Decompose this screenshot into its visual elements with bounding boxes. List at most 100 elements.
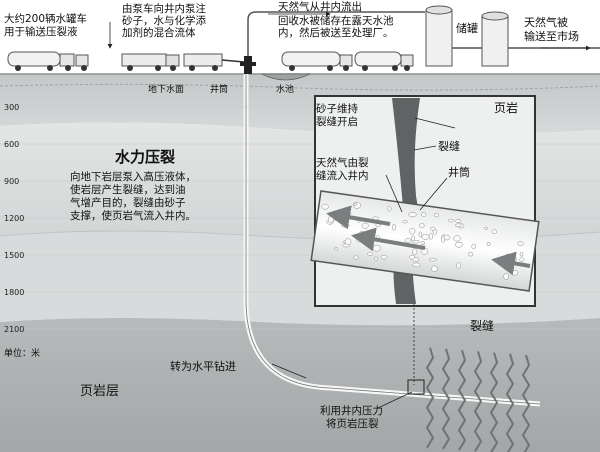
arrow-horizontal-drilling <box>271 363 307 379</box>
inset-pipe <box>310 190 540 292</box>
wellhead <box>240 11 425 74</box>
sand-grain <box>428 257 437 262</box>
depth-tick-label: 300 <box>4 103 19 112</box>
sand-grain <box>411 240 420 244</box>
fracture-sprig <box>505 353 515 452</box>
sand-grain <box>455 218 462 223</box>
sand-grain <box>486 242 491 246</box>
sand-grain <box>361 222 369 229</box>
fracture-sprig <box>489 352 499 452</box>
storage-tank-label: 储罐 <box>456 21 478 35</box>
sand-grain <box>344 238 352 246</box>
water-table-line <box>0 83 600 91</box>
depth-tick-label: 1800 <box>4 288 24 297</box>
pump-trucks <box>121 53 223 71</box>
sand-grain <box>412 257 420 262</box>
inset-shale-label: 页岩 <box>494 100 518 115</box>
sand-grain <box>471 243 477 250</box>
wellbore-outline <box>245 74 541 405</box>
sand-grain <box>408 211 417 218</box>
sand-grain <box>341 223 350 228</box>
sand-grain <box>517 241 524 247</box>
sand-grain <box>402 220 408 224</box>
sand-grain <box>503 273 509 280</box>
sand-grain <box>468 252 474 257</box>
depth-tick-label: 1200 <box>4 214 24 223</box>
depth-tick-label: 600 <box>4 140 19 149</box>
storage-tanks <box>425 5 600 67</box>
sand-grain <box>519 257 525 262</box>
horizontal-drilling-label: 转为水平钻进 <box>170 359 236 373</box>
inset-detail <box>310 95 540 307</box>
fracture-sprig <box>457 349 467 451</box>
market-label: 天然气被输送至市场 <box>524 15 579 43</box>
sand-grain <box>353 202 358 206</box>
sand-grain <box>433 212 440 218</box>
sand-grain <box>421 212 427 218</box>
sand-grain <box>419 223 425 229</box>
sand-grain <box>418 231 423 238</box>
sand-grain <box>483 226 489 230</box>
inset-sand-label: 砂子维持裂缝开启 <box>316 102 358 128</box>
water-table-label: 地下水面 <box>148 83 184 95</box>
sand-grain <box>359 231 365 235</box>
inset-flow-arrow-left <box>326 205 391 230</box>
sand-grain <box>430 226 436 231</box>
inset-flow-arrow-right <box>491 251 531 276</box>
sand-grain <box>404 238 412 243</box>
water-tanker-trucks <box>7 51 89 71</box>
sand-grain <box>505 253 510 258</box>
arrow-pressure <box>377 391 413 409</box>
fracture-sprig <box>473 351 483 452</box>
sand-grain <box>448 218 454 223</box>
water-pond <box>261 73 311 81</box>
sand-grain <box>454 241 464 248</box>
sand-grain <box>391 223 396 231</box>
pressure-label: 利用井内压力将页岩压裂 <box>320 404 383 430</box>
waste-water-trucks <box>281 51 414 71</box>
fracture-sprig <box>441 348 451 450</box>
shale-layer-label: 页岩层 <box>80 384 119 399</box>
sand-grain <box>453 235 461 242</box>
shale-fractures <box>425 347 531 452</box>
inset-fracture-label: 裂缝 <box>438 139 460 153</box>
depth-tick-label: 1500 <box>4 251 24 260</box>
fracture-sprig <box>521 354 531 452</box>
sand-grain <box>409 228 416 235</box>
sand-grain <box>372 244 381 252</box>
sand-grain <box>387 205 392 212</box>
pump-hose <box>221 59 245 63</box>
fracture-label: 裂缝 <box>470 318 494 333</box>
sand-grain <box>431 265 438 272</box>
inset-gas-label: 天然气由裂缝流入井内 <box>316 156 369 182</box>
sand-grain <box>334 247 339 251</box>
frac-description: 向地下岩层泵入高压液体，使岩层产生裂缝，达到油气增产目的，裂缝由砂子支撑，使页岩… <box>70 170 196 222</box>
frac-title: 水力压裂 <box>115 148 175 166</box>
sand-grain <box>352 255 359 260</box>
sand-grain <box>420 241 426 246</box>
sand-grain <box>510 269 519 276</box>
fracture-sprig <box>425 347 435 449</box>
sand-grain <box>321 203 329 210</box>
sand-grain <box>441 235 445 243</box>
gas-out-label: 天然气从井内流出回收水被储存在露天水池内，然后被送至处理厂。 <box>278 0 394 39</box>
depth-tick-label: 2100 <box>4 325 24 334</box>
sand-grain <box>367 251 374 256</box>
inset-flow-arrow-center <box>351 227 426 252</box>
depth-tick-label: 900 <box>4 177 19 186</box>
inset-wellbore-label: 井筒 <box>448 165 470 179</box>
sand-grain <box>412 248 418 256</box>
sand-grain <box>374 256 378 261</box>
inset-focus-box <box>407 379 425 395</box>
sand-grain <box>428 233 433 240</box>
sand-grain <box>412 262 421 268</box>
sand-grain <box>380 254 388 260</box>
wellhead-label: 井筒 <box>210 83 228 95</box>
sand-grain <box>491 229 497 234</box>
depth-unit-label: 单位：米 <box>4 347 40 359</box>
sand-grain <box>454 223 462 228</box>
sand-grain <box>519 252 524 257</box>
sand-grain <box>456 262 462 269</box>
sand-grain <box>327 216 334 223</box>
